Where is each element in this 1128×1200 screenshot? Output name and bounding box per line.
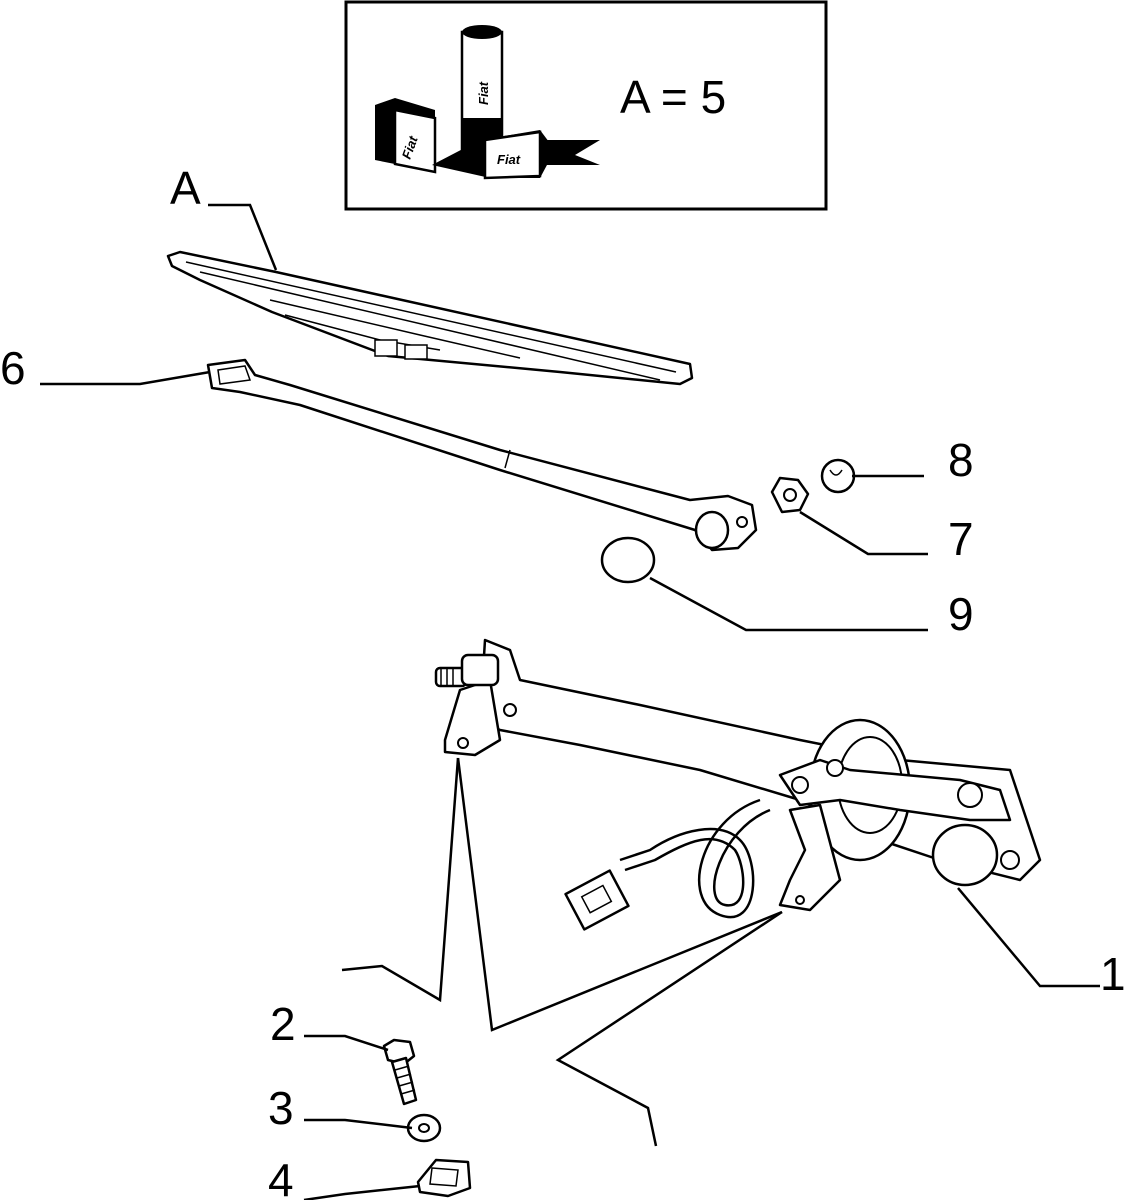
callout-4: 4: [268, 1154, 294, 1200]
bolt-part: [382, 1038, 418, 1106]
callout-A: A: [170, 162, 201, 214]
cap-part: [600, 536, 656, 584]
product-box-left: Fiat: [375, 98, 437, 174]
callout-8: 8: [948, 434, 974, 486]
callout-7: 7: [948, 513, 974, 565]
callout-1: 1: [1100, 948, 1126, 1000]
clip-nut-part: [416, 1158, 472, 1198]
legend-equation: A = 5: [620, 71, 726, 123]
callout-6: 6: [0, 342, 26, 394]
leader-lines: [40, 203, 1100, 1200]
product-can-cylinder: Fiat: [460, 25, 504, 152]
callout-3: 3: [268, 1082, 294, 1134]
lock-washer-part: [406, 1113, 442, 1143]
callout-2: 2: [270, 998, 296, 1050]
brand-text-right: Fiat: [497, 152, 521, 167]
nut-part: [770, 476, 810, 514]
wiper-blade: [166, 250, 694, 386]
product-box-right: Fiat: [432, 130, 600, 180]
callout-labels: A 6 8 7 9 1 2 3 4: [0, 162, 1126, 1200]
brand-text-can: Fiat: [476, 81, 491, 105]
callout-9: 9: [948, 588, 974, 640]
wiper-motor-linkage: [434, 638, 1042, 931]
electrical-connector: [564, 869, 630, 931]
legend-box: Fiat Fiat Fiat A = 5: [344, 0, 828, 211]
wiper-arm: [206, 358, 758, 552]
washer-part: [820, 458, 856, 494]
